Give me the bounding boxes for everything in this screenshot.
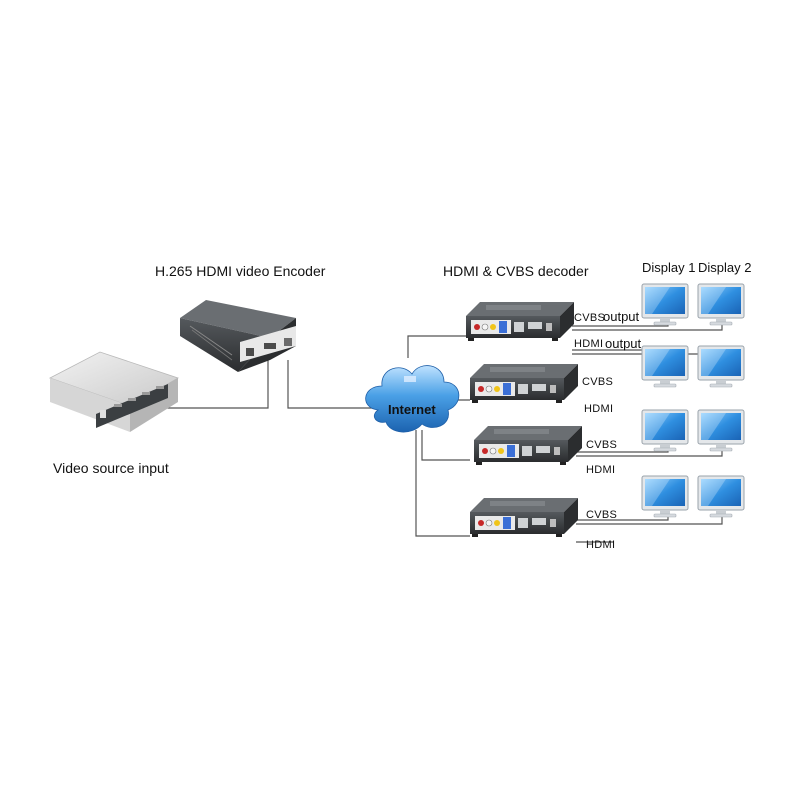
video-source-device: [48, 351, 179, 432]
monitor-row2-display2: [697, 345, 745, 388]
hdmi-label-2: HDMI: [584, 403, 614, 415]
hdmi-label-4: HDMI: [586, 539, 616, 551]
decoder-title: HDMI & CVBS decoder: [443, 263, 589, 279]
output-label-1: output: [603, 309, 640, 324]
trunk-line-1: [407, 335, 468, 358]
cvbs-label-2: CVBS: [582, 376, 614, 388]
internet-cloud: [365, 365, 460, 433]
monitor-row3-display2: [697, 409, 745, 452]
source-to-encoder-line: [150, 360, 269, 409]
decoder-device-3: [473, 425, 583, 466]
monitor-row4-display2: [697, 475, 745, 518]
encoder-to-internet-line: [287, 360, 378, 409]
decoder-device-2: [469, 363, 579, 404]
monitor-row4-display1: [641, 475, 689, 518]
monitor-row3-display1: [641, 409, 689, 452]
hdmi-label-3: HDMI: [586, 464, 616, 476]
hdmi-label-1: HDMI: [574, 338, 604, 350]
monitor-row1-display2: [697, 283, 745, 326]
cvbs-label-1: CVBS: [574, 312, 606, 324]
trunk-line-4: [415, 430, 470, 537]
monitor-row1-display1: [641, 283, 689, 326]
internet-label: Internet: [388, 402, 436, 417]
decoder-device-4: [469, 497, 579, 538]
encoder-device: [180, 300, 296, 372]
trunk-line-3: [421, 430, 470, 461]
decoder-device-1: [465, 301, 575, 342]
display1-label: Display 1: [642, 260, 696, 275]
output-label-2: output: [605, 336, 642, 351]
display2-label: Display 2: [698, 260, 752, 275]
cvbs-label-3: CVBS: [586, 439, 618, 451]
cvbs-label-4: CVBS: [586, 509, 618, 521]
encoder-title: H.265 HDMI video Encoder: [155, 263, 326, 279]
monitor-row2-display1: [641, 345, 689, 388]
source-label: Video source input: [53, 460, 169, 476]
